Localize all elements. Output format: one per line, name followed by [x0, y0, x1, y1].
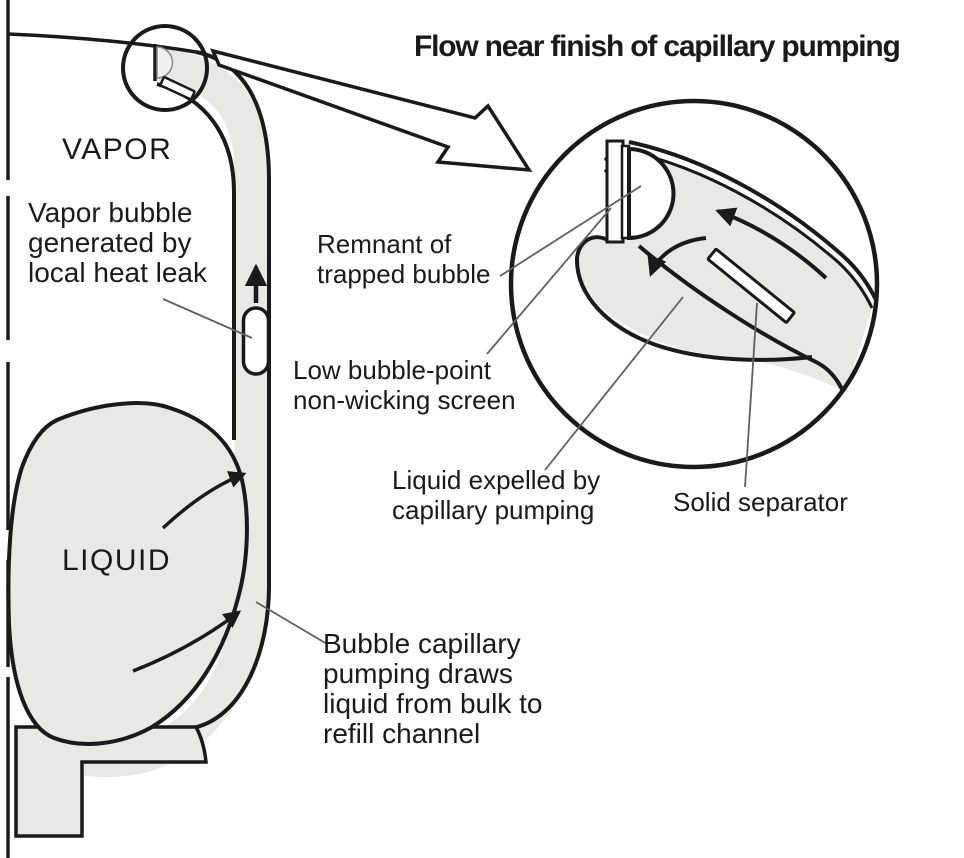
channel-outer-wall	[195, 50, 271, 729]
remnant-annotation: Remnant of trapped bubble	[317, 229, 491, 289]
vapor-bubble-annotation: Vapor bubble generated by local heat lea…	[28, 197, 208, 288]
leader-line-separator	[744, 302, 758, 488]
inset-channel-wall-upper-inner	[631, 150, 874, 309]
expelled-annotation: Liquid expelled by capillary pumping	[392, 465, 601, 525]
inset-circle	[508, 98, 880, 470]
bubble-capillary-annotation: Bubble capillary pumping draws liquid fr…	[323, 628, 543, 749]
leader-line-expelled	[544, 296, 684, 471]
liquid-region-label: LIQUID	[62, 544, 172, 577]
tank-top-line	[7, 32, 197, 54]
leader-line-vapor-bubble	[162, 298, 253, 339]
separator-annotation: Solid separator	[673, 487, 848, 517]
mini-trapped-bubble	[156, 46, 174, 79]
inset-channel-wall-upper-outer	[628, 140, 876, 303]
zoom-callout-arrow-icon	[209, 48, 533, 173]
liquid-bulk	[6, 401, 249, 746]
leader-line-screen	[486, 207, 612, 355]
vapor-bubble-shape	[241, 306, 271, 376]
tank-fill-port	[14, 725, 208, 838]
inset-screen	[605, 139, 625, 244]
leader-line-remnant	[499, 185, 642, 277]
screen-annotation: Low bubble-point non-wicking screen	[293, 355, 516, 415]
liquid-flow-arrow-lower-icon	[132, 610, 242, 673]
inset-circulation-arrow-icon	[647, 236, 707, 277]
liquid-flow-arrow-upper-icon	[161, 471, 247, 530]
mini-separator	[159, 76, 196, 101]
inset-title: Flow near finish of capillary pumping	[414, 30, 901, 63]
vapor-region-label: VAPOR	[62, 133, 173, 166]
inset-flow-arrow-icon	[715, 207, 828, 280]
inset-trapped-bubble	[627, 146, 676, 241]
inset-expelled-liquid-outline	[574, 235, 813, 362]
zoom-source-circle	[121, 24, 209, 112]
inset-screen-nub	[604, 157, 608, 161]
inset-separator	[706, 247, 796, 324]
inset-screen-nub	[604, 169, 608, 173]
leader-line-bubble-capillary	[255, 601, 328, 645]
